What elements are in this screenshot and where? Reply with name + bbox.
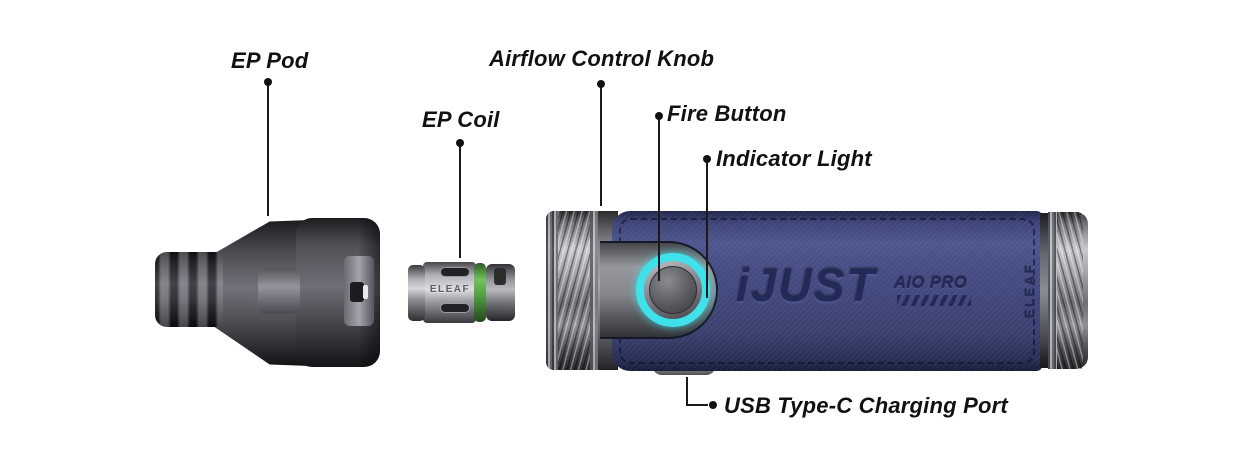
end-cap <box>1048 212 1088 369</box>
leader-dot-ep-coil <box>456 139 464 147</box>
leader-line-indicator-light <box>706 162 708 298</box>
coil-contact-notch <box>494 268 506 285</box>
pod-mouthpiece <box>155 252 223 327</box>
airflow-control-knob <box>546 211 606 370</box>
coil-bottom-airflow-slot <box>440 303 470 313</box>
label-airflow-control-knob: Airflow Control Knob <box>489 46 715 71</box>
coil-left-cap <box>408 265 425 321</box>
leader-line-usb-vertical <box>686 377 688 406</box>
model-text: AIO PRO <box>894 274 968 292</box>
end-cap-knurl-texture <box>1057 212 1083 369</box>
leader-line-airflow <box>600 87 602 206</box>
model-hatch-stripes <box>897 295 971 306</box>
leader-dot-usb-port <box>709 401 717 409</box>
label-fire-button: Fire Button <box>667 101 787 126</box>
end-cap-ring <box>1040 213 1050 368</box>
label-ep-coil: EP Coil <box>422 107 500 132</box>
knob-knurl-texture <box>558 211 590 370</box>
coil-top-airflow-slot <box>440 267 470 277</box>
leader-line-fire-button <box>658 119 660 281</box>
coil-brand-text: ELEAF <box>429 284 471 295</box>
knob-left-rings <box>546 211 558 370</box>
side-brand-text: ELEAF <box>1022 262 1038 319</box>
label-usb-port: USB Type-C Charging Port <box>724 393 1008 418</box>
pod-contact <box>350 282 364 302</box>
label-indicator-light: Indicator Light <box>716 146 872 171</box>
fire-button <box>649 266 697 314</box>
leader-dot-indicator-light <box>703 155 711 163</box>
coil-oring <box>474 263 486 322</box>
pod-coil-chamber <box>258 268 300 314</box>
pod-contact-pin <box>363 285 368 299</box>
leader-dot-ep-pod <box>264 78 272 86</box>
leader-line-ep-pod <box>267 85 269 216</box>
label-ep-pod: EP Pod <box>231 48 309 73</box>
leader-dot-airflow <box>597 80 605 88</box>
end-cap-rings <box>1048 212 1057 369</box>
ijust-logo-text: iJUST <box>736 259 877 311</box>
leader-dot-fire-button <box>655 112 663 120</box>
leader-line-ep-coil <box>459 146 461 258</box>
leader-line-usb-horizontal <box>686 404 708 406</box>
